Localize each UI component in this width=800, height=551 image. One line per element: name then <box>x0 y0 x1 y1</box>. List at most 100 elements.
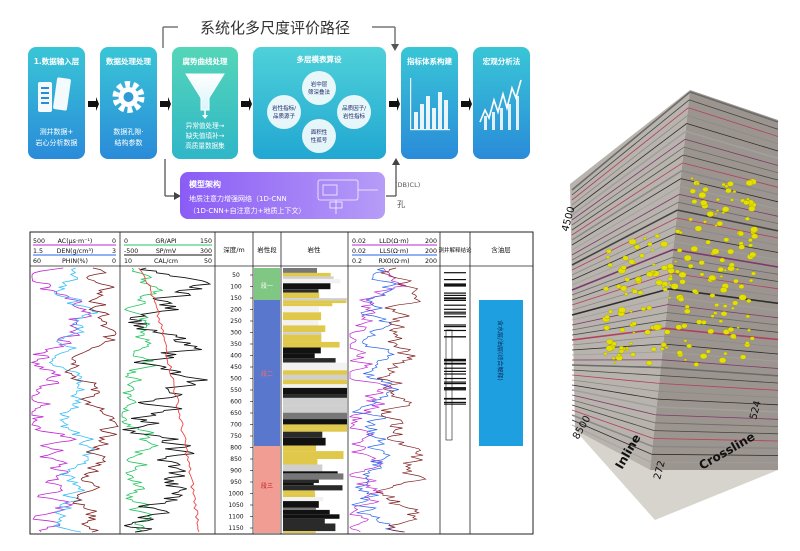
step-title: 数据处理处理 <box>106 56 151 66</box>
geobody-point <box>676 248 683 253</box>
geobody-point <box>718 319 723 324</box>
interp-mark <box>444 381 466 383</box>
geobody-point <box>674 260 678 263</box>
geobody-point <box>731 306 735 310</box>
geobody-point <box>694 225 703 232</box>
geobody-point <box>608 309 613 314</box>
geobody-point <box>721 182 726 187</box>
lithology-bed <box>283 483 314 486</box>
seismic-reflectors <box>571 91 779 464</box>
lithology-bed <box>283 387 347 395</box>
reflector <box>571 99 690 196</box>
flowchart-title: 系统化多尺度评价路径 <box>200 19 350 37</box>
tick-label: 524 <box>748 399 764 420</box>
svg-text:0: 0 <box>124 238 128 245</box>
reflector <box>571 409 654 439</box>
reflector <box>678 201 779 224</box>
data-table-icon <box>38 77 71 112</box>
step-caption-line: 高质量数据集 <box>185 141 225 150</box>
interpretation-column <box>444 272 466 441</box>
geobody-point <box>709 293 716 298</box>
lithology-bed <box>283 312 322 321</box>
reflector <box>664 327 779 341</box>
geobody-point <box>718 357 727 364</box>
geobody-point <box>706 349 711 354</box>
geobody-point <box>749 336 755 341</box>
interp-mark <box>444 336 466 338</box>
lithology-bed <box>283 325 326 332</box>
reflector <box>571 399 656 424</box>
depth-tick-label: 1000 <box>228 491 243 498</box>
geobody-point <box>660 342 667 348</box>
depth-tick-label: 1150 <box>228 525 243 532</box>
geobody-point <box>650 248 655 252</box>
interp-mark <box>444 298 466 300</box>
lithology-bed <box>283 341 340 348</box>
geobody-point <box>714 212 718 216</box>
lithology-bed <box>283 428 347 432</box>
reflector <box>571 194 680 256</box>
svg-text:200: 200 <box>425 258 437 265</box>
depth-tick-label: 150 <box>230 295 242 302</box>
geobody-point <box>695 182 700 186</box>
geobody-point <box>748 243 753 248</box>
interp-mark <box>444 308 466 310</box>
step-title: 宏观分析法 <box>483 56 521 66</box>
reflector <box>673 248 779 268</box>
svg-text:LLD(Ω·m): LLD(Ω·m) <box>379 238 409 245</box>
zone-label: 段二 <box>261 370 273 378</box>
depth-tick-label: 900 <box>230 468 242 475</box>
reflector <box>571 343 664 351</box>
reflector <box>687 115 779 145</box>
geobody-point <box>628 259 636 265</box>
reflector <box>571 186 681 251</box>
geobody-point <box>746 298 752 304</box>
venn-icon: 岩中层 筛深叠法 岩性指标/ 品质源子 品质因子/ 岩性指标 面积性 性孤号 <box>267 71 371 153</box>
circle-label: 筛深叠法 <box>308 88 331 96</box>
geobody-point <box>625 346 629 350</box>
reflector <box>676 217 779 239</box>
reflector <box>571 209 678 266</box>
geobody-point <box>749 251 757 258</box>
geobody-point <box>725 188 732 194</box>
geobody-point <box>613 361 617 364</box>
geobody-point <box>706 211 714 217</box>
geobody-point <box>619 327 626 333</box>
geobody-point <box>702 186 709 193</box>
geobody-point <box>617 353 621 357</box>
geobody-point <box>751 271 756 276</box>
svg-text:200: 200 <box>425 248 437 255</box>
geobody-point <box>717 266 724 273</box>
step-caption-line: 结构参数 <box>115 138 143 147</box>
geobody-point <box>662 287 668 292</box>
geobody-point <box>675 229 681 234</box>
interp-header: 测井解释结论 <box>438 246 472 254</box>
interp-mark <box>444 272 466 274</box>
geobody-point <box>749 278 754 283</box>
reflector <box>571 414 653 448</box>
reflector <box>571 257 673 296</box>
geobody-point <box>622 255 629 261</box>
reflector <box>658 390 779 398</box>
lithology-bed <box>283 445 317 451</box>
curve-rxo <box>375 267 427 533</box>
geobody-point <box>699 353 708 360</box>
geobody-point <box>650 346 657 352</box>
step-title: 1.数据输入层 <box>34 56 80 66</box>
svg-text:60: 60 <box>33 258 41 265</box>
interp-mark <box>444 329 466 332</box>
reflector <box>650 461 779 464</box>
oil-header: 含油层 <box>491 245 511 254</box>
reflector <box>571 389 657 408</box>
geobody-point <box>696 319 703 325</box>
svg-text:200: 200 <box>425 238 437 245</box>
log-header-gamma: 0 GR/API 150 -500 SP/mV 300 10 CAL/cm 50 <box>124 238 212 265</box>
reflector <box>571 225 676 276</box>
step-caption-line: 数据孔隙· <box>113 127 143 136</box>
svg-text:GR/API: GR/API <box>155 238 176 245</box>
geobody-point <box>736 326 740 329</box>
lithology-bed <box>283 405 347 413</box>
reflector <box>654 430 779 435</box>
circle-label: 岩中层 <box>311 80 328 88</box>
interp-mark <box>444 389 466 391</box>
